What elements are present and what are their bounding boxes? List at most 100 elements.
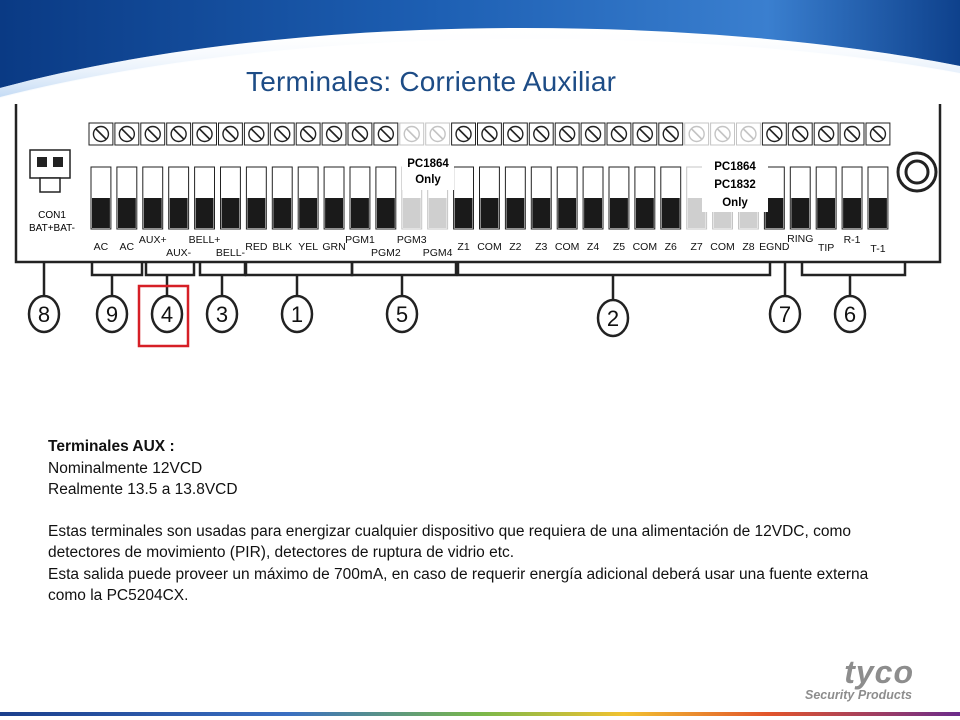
screw-slot [147,128,159,140]
terminal-label: RED [245,241,268,253]
terminal-opening [143,198,162,228]
terminal-label: RING [787,233,813,245]
header-banner [0,0,960,99]
callout-number: 1 [291,302,303,327]
brand-tagline: Security Products [805,688,912,702]
terminal-opening [221,198,240,228]
terminal-label: PGM4 [423,247,453,259]
terminal-group-bracket [350,262,458,277]
screw-slot [121,128,133,140]
terminal-opening [247,198,266,228]
terminal-label: AUX+ [139,234,167,246]
terminal-label: Z6 [665,241,677,253]
terminal-opening [92,198,110,228]
callout-circle [768,294,802,334]
terminal-label: Z1 [457,241,469,253]
terminal-opening [428,198,447,228]
terminal-label: COM [710,241,735,253]
terminal-label: T-1 [870,243,885,255]
screw-slot [716,128,729,140]
paragraph-line-1: Estas terminales son usadas para energiz… [48,522,852,540]
terminal-group-bracket [456,262,772,277]
terminal-opening [635,198,654,228]
screw-slot [794,128,806,140]
terminal-opening [299,198,318,228]
terminal-opening [376,198,395,228]
screw-slot [173,128,185,140]
terminal-label: Z7 [691,241,703,253]
terminal-opening [325,198,343,228]
terminal-label: Z4 [587,241,599,253]
terminal-group-bracket [144,262,196,277]
callout-circle [150,294,184,334]
callout-circle [205,294,239,334]
nominal-voltage: Nominalmente 12VCD [48,459,203,477]
terminal-opening [558,198,577,228]
terminal-label: GRN [322,241,345,253]
terminal-group-bracket [90,262,144,277]
pc1864-note-bg [402,150,454,190]
callout-number: 2 [607,306,619,331]
screw-slot [561,128,573,140]
highlight-box [137,284,190,348]
screw-slot [509,128,521,140]
screw-slot [768,128,780,140]
terminal-label: AUX- [166,247,192,259]
screw-slot [406,128,418,140]
terminal-label: Z5 [613,241,625,253]
screw-slot [613,128,625,140]
pc1864-1832-note-line: Only [722,197,748,209]
terminal-label: PGM1 [345,234,375,246]
screw-slot [639,128,651,140]
screw-slot [820,128,832,140]
connector-pin [53,157,63,167]
terminal-label: TIP [818,242,834,254]
callout-circle [95,294,129,334]
terminal-group-bracket [800,262,907,277]
screw-slot [535,128,547,140]
terminal-label: Z3 [535,241,547,253]
description-block: Terminales AUX : Nominalmente 12VCD Real… [48,436,928,607]
screw-slot [224,128,237,140]
terminal-opening [273,198,292,228]
terminal-group-bracket [198,262,247,277]
terminal-label: BLK [272,241,292,253]
terminal-opening [791,198,810,228]
terminal-label: AC [94,241,109,253]
actual-voltage: Realmente 13.5 a 13.8VCD [48,481,238,498]
screw-slot [276,128,288,140]
terminal-opening [117,198,136,228]
screw-slot [872,128,884,140]
terminal-opening [584,198,602,228]
screw-slot [432,128,444,140]
paragraph-line-3: Esta salida puede proveer un máximo de 7… [48,565,869,583]
terminal-opening [480,198,499,228]
terminal-label: COM [633,241,658,253]
terminal-label: PGM3 [397,234,427,246]
screw-slot [457,128,470,140]
terminal-label: Z8 [742,241,754,253]
pc1864-1832-note-line: PC1832 [714,179,756,191]
callout-circle [385,294,419,334]
paragraph-line-4: como la PC5204CX. [48,587,189,604]
terminal-opening [402,198,421,228]
connector-name: CON1 [38,210,66,221]
pc1864-1832-note-line: PC1864 [714,161,756,173]
slide-title: Terminales: Corriente Auxiliar [246,66,617,97]
callout-number: 5 [396,302,408,327]
screw-slot [95,128,107,140]
terminal-opening [661,198,680,228]
callout-circle [833,294,867,334]
board-outline [14,104,942,264]
terminal-label: AC [120,241,135,253]
screw-slot [665,128,677,140]
paragraph-line-2: detectores de movimiento (PIR), detector… [48,544,515,561]
screw-slot [380,128,392,140]
terminal-group-bracket [244,262,354,277]
screw-slot [302,128,314,140]
terminal-opening [169,198,188,228]
callout-circle [280,294,314,334]
terminal-opening [195,198,214,228]
callout-number: 9 [106,302,118,327]
terminal-label: PGM2 [371,247,401,259]
